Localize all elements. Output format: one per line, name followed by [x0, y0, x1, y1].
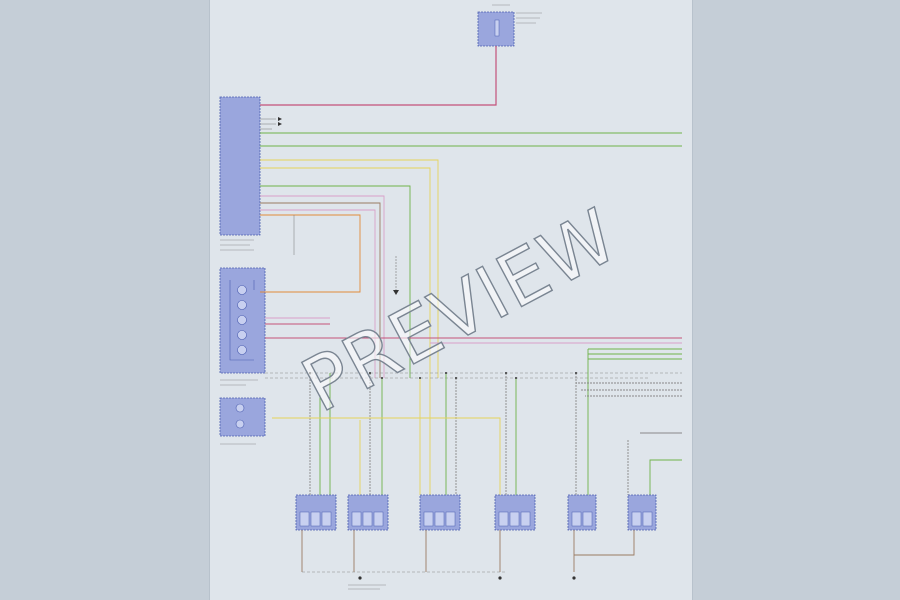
- front-electronic-module: [219, 96, 261, 236]
- lamp-6: [627, 494, 657, 531]
- lamp-3: [419, 494, 461, 531]
- wiring-diagram: [219, 4, 682, 590]
- wire-feed-violet: [260, 46, 497, 106]
- wire-pink-1: [260, 195, 385, 378]
- lamp-5: [567, 494, 597, 531]
- lamp-1: [295, 494, 337, 531]
- wire-green-3: [260, 185, 411, 378]
- ground-wires: [301, 530, 635, 573]
- lamp-4: [494, 494, 536, 531]
- wire-yellow-main: [260, 159, 439, 378]
- junction-dots: [309, 372, 577, 379]
- wire-orange: [260, 214, 361, 293]
- ground-point: [358, 576, 362, 580]
- switch-contacts: [237, 285, 247, 355]
- lamp-feeds: [272, 349, 682, 495]
- wire-yellow-2: [260, 167, 431, 495]
- wire-brown-1: [260, 202, 381, 378]
- lamp-2: [347, 494, 389, 531]
- schematic-page: [209, 0, 693, 600]
- indicator-module: [219, 397, 266, 437]
- fuse-element: [494, 19, 500, 37]
- wire-pink-2: [260, 209, 376, 378]
